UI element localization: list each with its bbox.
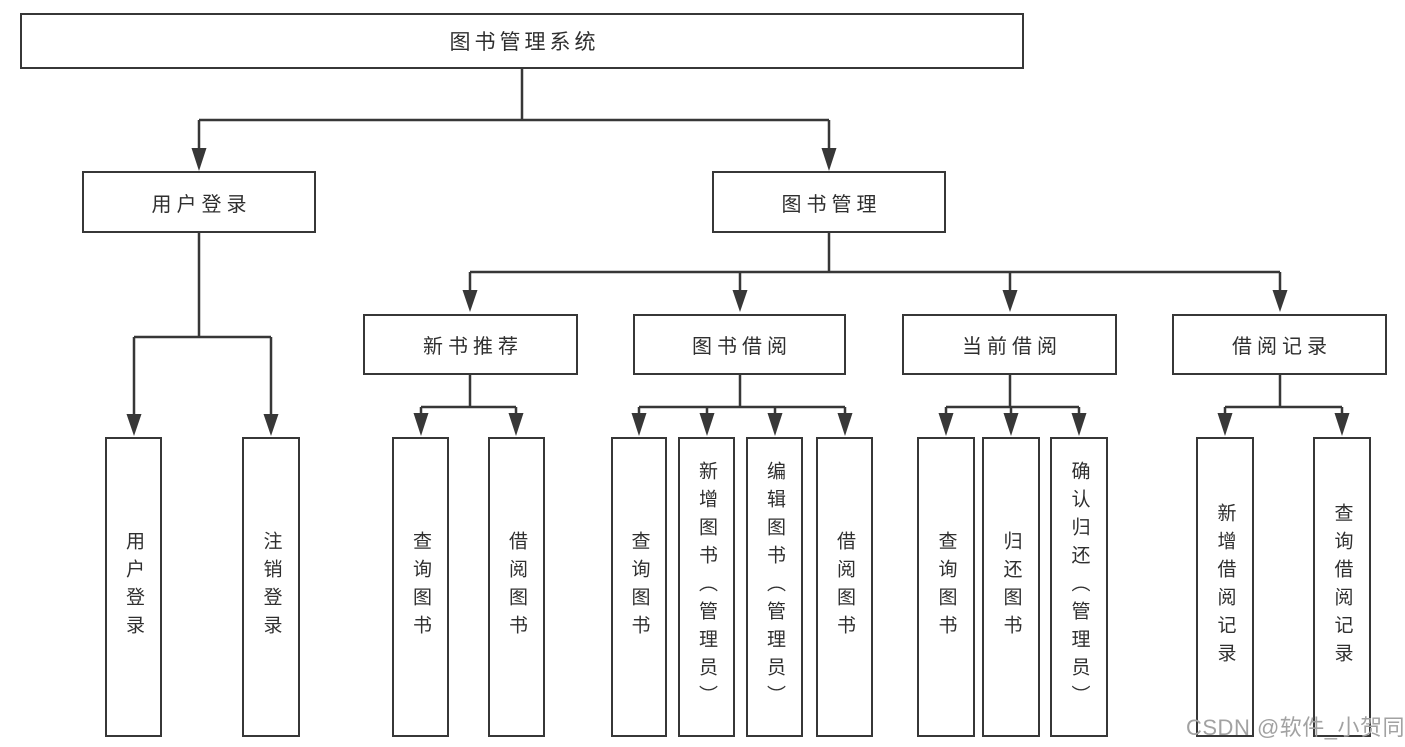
arrowhead-icon <box>699 413 715 436</box>
arrowhead-icon <box>413 413 429 436</box>
connector-current-to-leaves <box>938 375 1087 436</box>
node-label: 查询图书 <box>410 531 431 643</box>
connector-mgmt-to-level3 <box>462 233 1288 312</box>
node-label: 图书管理 <box>781 193 882 216</box>
arrowhead-icon <box>1334 413 1350 436</box>
node-label: 借阅记录 <box>1232 336 1332 358</box>
csdn-watermark: CSDN @软件_小贺同学 <box>1186 715 1405 740</box>
node-book-borrowing: 图书借阅 <box>633 314 846 375</box>
leaf-borrow-books: 借阅图书 <box>816 437 873 737</box>
node-label: 借阅图书 <box>834 531 855 643</box>
arrowhead-icon <box>1002 290 1018 312</box>
node-label: 查询图书 <box>628 531 650 643</box>
node-label: 图书借阅 <box>692 336 792 358</box>
node-user-login-branch: 用户登录 <box>82 171 316 233</box>
node-root-system: 图书管理系统 <box>20 13 1024 69</box>
arrowhead-icon <box>1272 290 1288 312</box>
node-label: 查询图书 <box>935 531 957 643</box>
arrowhead-icon <box>938 413 954 436</box>
leaf-edit-books-admin: 编辑图书（管理员） <box>746 437 803 737</box>
arrowhead-icon <box>631 413 647 436</box>
arrowhead-icon <box>263 414 279 436</box>
node-label: 借阅图书 <box>506 531 527 643</box>
node-label: 编辑图书（管理员） <box>764 461 785 713</box>
arrowhead-icon <box>462 290 478 312</box>
connector-records-to-leaves <box>1217 375 1350 436</box>
leaf-query-borrow-record: 查询借阅记录 <box>1313 437 1371 737</box>
node-label: 新增图书（管理员） <box>696 461 717 713</box>
node-label: 查询借阅记录 <box>1331 503 1353 671</box>
node-label: 用户登录 <box>151 193 252 216</box>
node-label: 注销登录 <box>260 531 282 643</box>
node-label: 当前借阅 <box>962 336 1062 358</box>
leaf-logout: 注销登录 <box>242 437 300 737</box>
leaf-query-books-recommend: 查询图书 <box>392 437 449 737</box>
arrowhead-icon <box>191 148 207 171</box>
arrowhead-icon <box>837 413 853 436</box>
arrowhead-icon <box>821 148 837 171</box>
connector-root-to-level2 <box>191 69 837 171</box>
node-book-management-branch: 图书管理 <box>712 171 946 233</box>
leaf-query-books-borrow: 查询图书 <box>611 437 667 737</box>
connector-borrow-to-leaves <box>631 375 853 436</box>
leaf-user-login: 用户登录 <box>105 437 162 737</box>
arrowhead-icon <box>767 413 783 436</box>
node-label: 图书管理系统 <box>449 31 600 54</box>
arrowhead-icon <box>732 290 748 312</box>
arrowhead-icon <box>508 413 524 436</box>
connector-newbooks-to-leaves <box>413 375 524 436</box>
node-current-borrowing: 当前借阅 <box>902 314 1117 375</box>
arrowhead-icon <box>1003 413 1019 436</box>
arrowhead-icon <box>1071 413 1087 436</box>
leaf-add-books-admin: 新增图书（管理员） <box>678 437 735 737</box>
leaf-query-books-current: 查询图书 <box>917 437 975 737</box>
node-label: 确认归还（管理员） <box>1068 461 1090 713</box>
node-new-book-recommend: 新书推荐 <box>363 314 578 375</box>
leaf-borrow-books-recommend: 借阅图书 <box>488 437 545 737</box>
node-label: 新增借阅记录 <box>1214 503 1236 671</box>
leaf-return-books: 归还图书 <box>982 437 1040 737</box>
arrowhead-icon <box>1217 413 1233 436</box>
leaf-add-borrow-record: 新增借阅记录 <box>1196 437 1254 737</box>
node-label: 归还图书 <box>1000 531 1022 643</box>
node-label: 新书推荐 <box>423 336 523 358</box>
arrowhead-icon <box>126 414 142 436</box>
node-label: 用户登录 <box>123 531 144 643</box>
leaf-confirm-return-admin: 确认归还（管理员） <box>1050 437 1108 737</box>
node-borrowing-records: 借阅记录 <box>1172 314 1387 375</box>
connector-login-to-leaves <box>126 233 279 436</box>
